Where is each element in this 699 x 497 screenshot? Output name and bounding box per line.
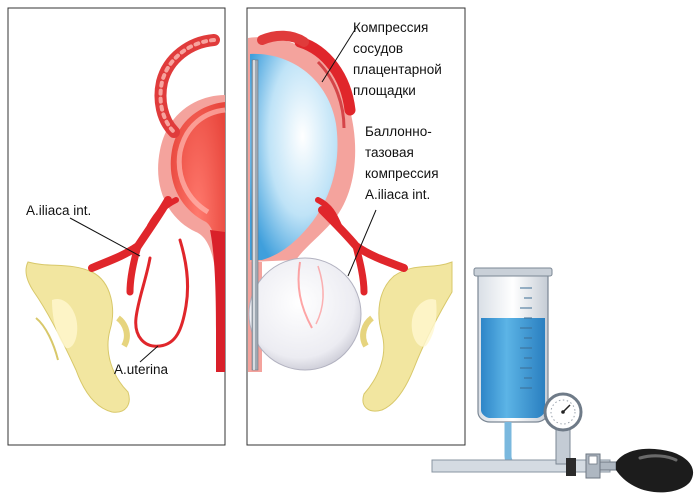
- label-uterina: A.uterina: [114, 360, 168, 380]
- label-balloon-line1: Баллонно-: [365, 122, 432, 142]
- label-balloon-line3: компрессия: [365, 164, 439, 184]
- label-compression-line1: Компрессия: [353, 18, 428, 38]
- label-compression-line2: сосудов: [353, 39, 403, 59]
- pressure-apparatus: [432, 268, 693, 492]
- label-iliaca-left: A.iliaca int.: [26, 201, 91, 221]
- water-tube: [508, 422, 560, 466]
- label-balloon-line2: тазовая: [365, 143, 414, 163]
- label-compression-line4: площадки: [353, 81, 416, 101]
- label-compression-line3: плацентарной: [353, 60, 442, 80]
- beaker-water: [481, 318, 545, 418]
- label-balloon-line4: A.iliaca int.: [365, 185, 430, 205]
